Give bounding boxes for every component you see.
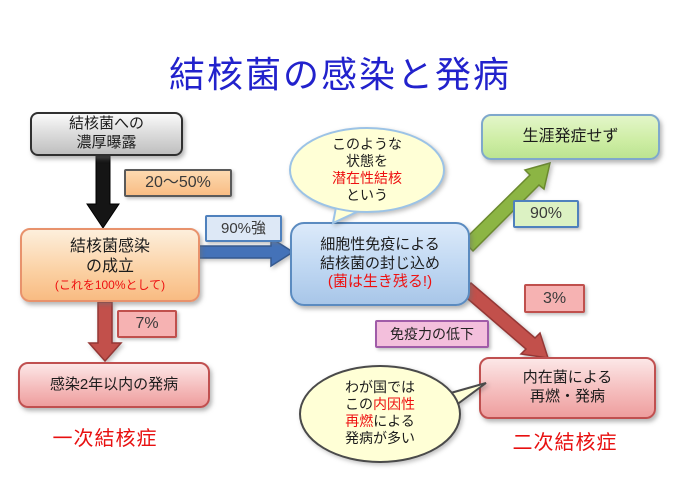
node-reactivation-line1: 内在菌による [522, 369, 613, 387]
bubble-latent-line2: 状態を [346, 153, 388, 169]
node-infection-note: (これを100%として) [54, 278, 166, 292]
bubble-endogenous-line3: 再燃による [300, 413, 460, 430]
rate-infection-to-containment: 90%強 [205, 215, 282, 242]
bubble-endogenous-line4: 発病が多い [345, 430, 415, 446]
rate-containment-to-no-onset: 90% [513, 200, 579, 228]
arrow-infection-to-containment [198, 236, 295, 268]
bubble-endogenous-line2-black: この [345, 396, 373, 412]
node-exposure: 結核菌への 濃厚曝露 [30, 112, 183, 156]
node-early-disease: 感染2年以内の発病 [18, 362, 210, 408]
node-no-onset: 生涯発症せず [481, 114, 660, 160]
node-exposure-line2: 濃厚曝露 [76, 134, 137, 151]
node-containment-note: (菌は生き残る!) [327, 273, 433, 291]
bubble-endogenous-line3-red: 再燃 [345, 413, 374, 429]
node-reactivation: 内在菌による 再燃・発病 [479, 357, 656, 419]
bubble-endogenous-line3-black: による [373, 413, 415, 429]
node-containment-line1: 細胞性免疫による [320, 235, 440, 253]
bubble-latent-tb: このような 状態を 潜在性結核 という [287, 126, 452, 226]
bubble-endogenous-relapse: わが国では この内因性 再燃による 発病が多い [298, 362, 490, 466]
bubble-endogenous-line2: この内因性 [300, 396, 460, 413]
bubble-latent-line1: このような [332, 136, 402, 152]
node-infection: 結核菌感染 の成立 (これを100%として) [20, 228, 200, 302]
node-containment-line2: 結核菌の封じ込め [319, 254, 440, 272]
rate-infection-to-early-disease: 7% [117, 310, 177, 338]
rate-containment-to-reactivation: 3% [524, 284, 585, 313]
bubble-endogenous-line1: わが国では [345, 379, 415, 395]
node-early-disease-label: 感染2年以内の発病 [49, 375, 179, 393]
bubble-latent-line4: という [346, 187, 388, 203]
node-infection-line2: の成立 [85, 258, 134, 275]
page-title: 結核菌の感染と発病 [168, 54, 511, 95]
bubble-latent-text: このような 状態を 潜在性結核 という [297, 136, 437, 204]
rate-exposure-to-infection: 20〜50% [124, 169, 232, 197]
caption-secondary-tb: 二次結核症 [512, 432, 618, 454]
bubble-endogenous-line2-red: 内因性 [373, 396, 415, 412]
bubble-latent-line3: 潜在性結核 [332, 170, 402, 186]
node-no-onset-label: 生涯発症せず [522, 128, 619, 145]
arrow-exposure-to-infection [86, 155, 120, 229]
bubble-endogenous-text: わが国では この内因性 再燃による 発病が多い [300, 379, 460, 447]
caption-primary-tb: 一次結核症 [52, 428, 158, 450]
bubble-latent-shape [289, 127, 445, 225]
label-immunity-decline: 免疫力の低下 [375, 320, 489, 348]
node-exposure-line1: 結核菌への [68, 115, 144, 133]
node-infection-line1: 結核菌感染 [69, 238, 150, 255]
node-containment: 細胞性免疫による 結核菌の封じ込め (菌は生き残る!) [290, 222, 470, 306]
bubble-endogenous-shape [299, 365, 487, 463]
node-reactivation-line2: 再燃・発病 [529, 388, 605, 405]
